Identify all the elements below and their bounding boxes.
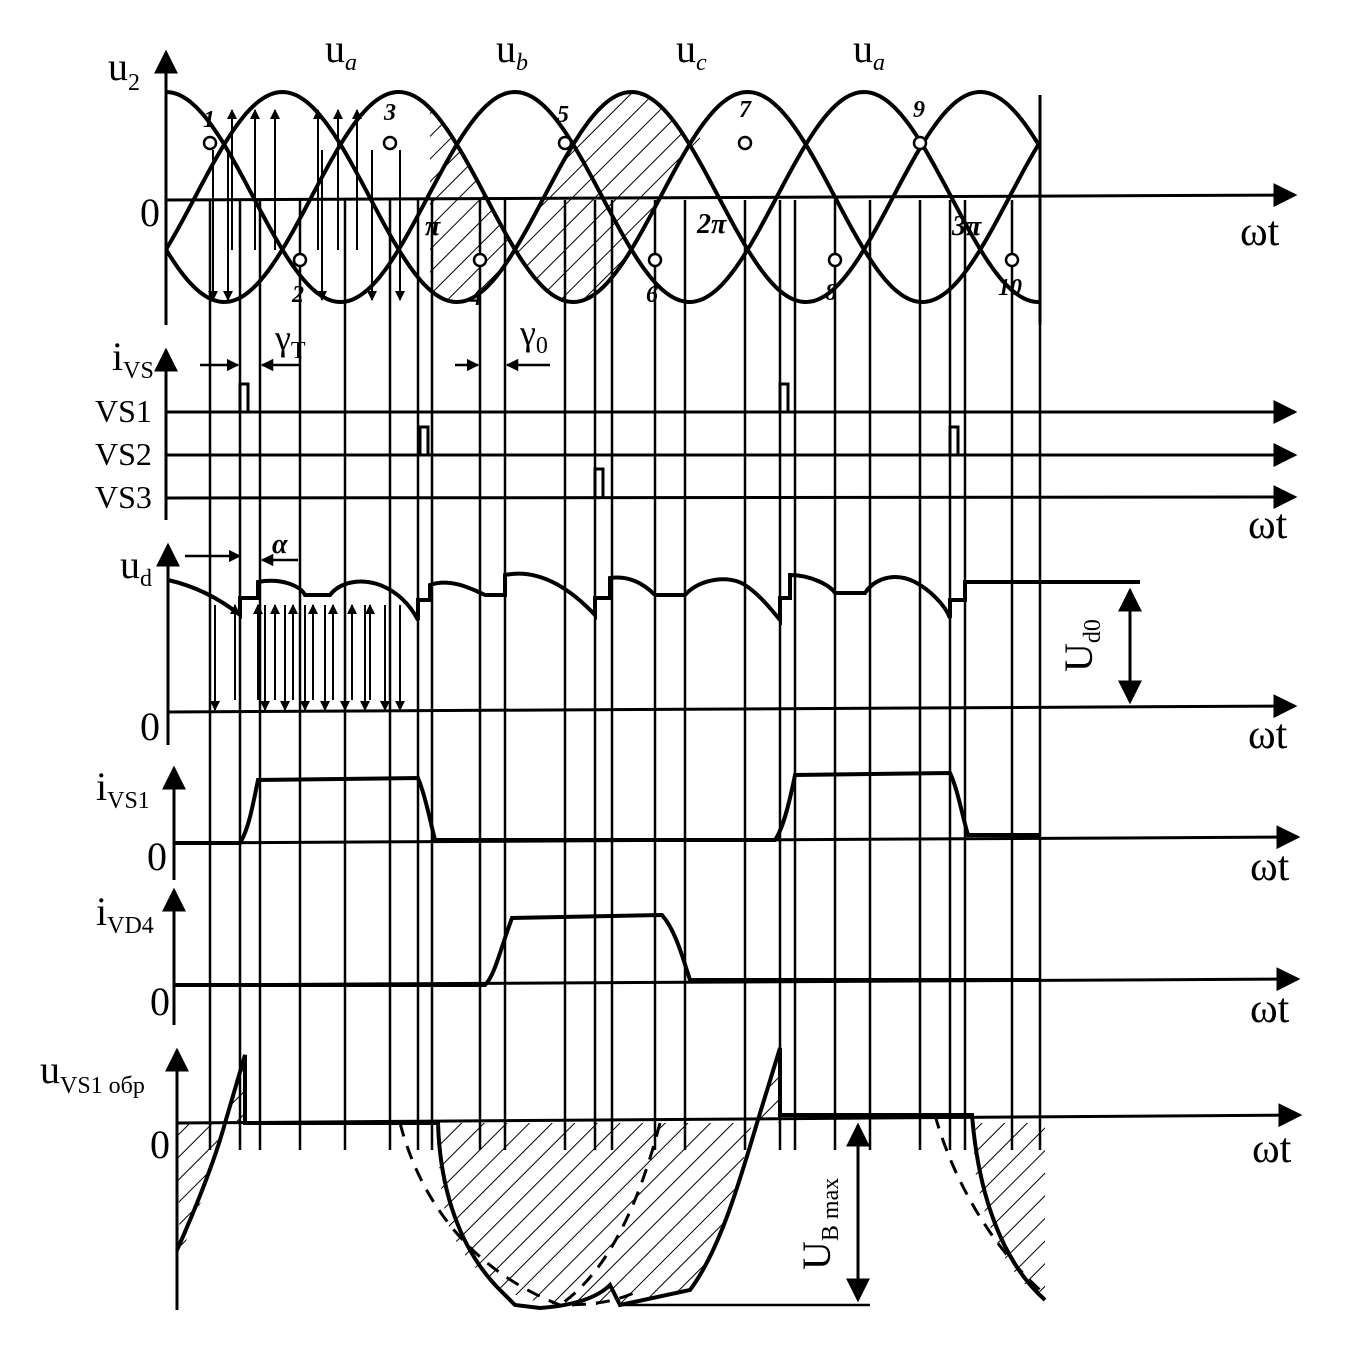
vs1-pulse-1	[238, 382, 250, 412]
axis-uvs-horizontal	[176, 1103, 1303, 1128]
point-label-9: 9	[913, 97, 925, 123]
label-gamma-t: γT	[274, 318, 306, 364]
label-uvs: uVS1 обр	[40, 1047, 145, 1099]
ivs1-waveform	[174, 770, 1040, 845]
point-label-5: 5	[557, 102, 569, 128]
vs2-pulse-1	[418, 425, 430, 455]
label-wt-2: ωt	[1248, 502, 1288, 548]
axis-ivs1-horizontal	[173, 825, 1301, 850]
vs3-pulse-1	[593, 467, 605, 497]
label-zero-ivs1: 0	[147, 834, 167, 879]
label-zero-top: 0	[140, 190, 160, 235]
label-ivd4: iVD4	[96, 889, 154, 939]
label-ua-first: ua	[325, 26, 357, 76]
ivd4-waveform	[174, 912, 1040, 987]
axis-u2-horizontal	[165, 183, 1298, 208]
intersection-point-10	[1004, 252, 1020, 268]
vertical-time-lines	[208, 200, 1042, 1150]
label-wt-5: ωt	[1250, 986, 1290, 1032]
label-pi: π	[425, 211, 441, 242]
intersection-point-4	[472, 252, 488, 268]
uvs-dashed-curve-1	[398, 1122, 641, 1307]
point-label-2: 2	[291, 282, 304, 308]
arrow-marks	[185, 109, 1142, 1303]
label-zero-ud: 0	[140, 704, 160, 749]
phase-curve-c	[164, 89, 1042, 305]
intersection-point-6	[647, 252, 663, 268]
label-vs3: VS3	[95, 479, 152, 515]
intersection-point-9	[912, 135, 928, 151]
label-ub: ub	[496, 26, 528, 76]
axis-ivd4-horizontal	[173, 967, 1301, 992]
phase-curve-a	[165, 89, 1040, 305]
label-wt-3: ωt	[1248, 712, 1288, 758]
labels: u2 ua ub uc ua 0 ωt π 2π 3π 1 2 3 4 5 6 …	[40, 26, 1292, 1270]
hatch-reverse-region-3	[438, 1123, 752, 1305]
vs1-pulse-2	[778, 382, 790, 412]
intersection-point-5	[557, 135, 573, 151]
intersection-point-1	[202, 135, 218, 151]
point-label-10: 10	[998, 275, 1022, 301]
label-wt-6: ωt	[1252, 1126, 1292, 1172]
label-zero-uvs: 0	[150, 1122, 170, 1167]
label-alpha: α	[272, 529, 288, 560]
intersection-point-3	[382, 135, 398, 151]
label-3pi: 3π	[951, 211, 982, 242]
label-vs1: VS1	[95, 393, 152, 429]
uvs-dashed-curve-2	[933, 1114, 1042, 1292]
label-ubmax: UB max	[794, 1178, 844, 1270]
intersection-point-2	[292, 252, 308, 268]
axis-vs3	[165, 485, 1298, 510]
label-ivs: iVS	[112, 334, 154, 384]
label-wt-1: ωt	[1240, 209, 1280, 255]
label-gamma-0: γ0	[519, 313, 548, 359]
uvs-dashed-curve-3	[559, 1122, 662, 1307]
label-uc: uc	[676, 26, 707, 76]
label-ivs1: iVS1	[96, 764, 150, 814]
point-label-7: 7	[739, 97, 752, 123]
intersection-point-7	[737, 135, 753, 151]
point-label-6: 6	[646, 282, 658, 308]
label-wt-4: ωt	[1250, 844, 1290, 890]
axes	[154, 49, 1303, 1310]
label-ud0: Ud0	[1056, 619, 1106, 672]
point-label-8: 8	[825, 280, 837, 306]
label-zero-ivd4: 0	[150, 979, 170, 1024]
label-ua-second: ua	[853, 26, 885, 76]
label-vs2: VS2	[95, 436, 152, 472]
waveform-curves	[164, 89, 1140, 1311]
phase-curve-b	[164, 89, 1042, 305]
ud-waveform	[167, 571, 1140, 626]
axis-ud-horizontal	[167, 694, 1298, 719]
intersection-point-8	[827, 252, 843, 268]
label-u2: u2	[108, 44, 140, 96]
vs2-pulse-2	[948, 425, 960, 455]
hatch-reverse-region-5	[972, 1123, 1045, 1300]
point-label-1: 1	[203, 107, 215, 133]
point-label-4: 4	[469, 285, 482, 311]
label-ud: ud	[120, 542, 152, 592]
label-2pi: 2π	[696, 209, 727, 240]
point-label-3: 3	[383, 100, 396, 126]
